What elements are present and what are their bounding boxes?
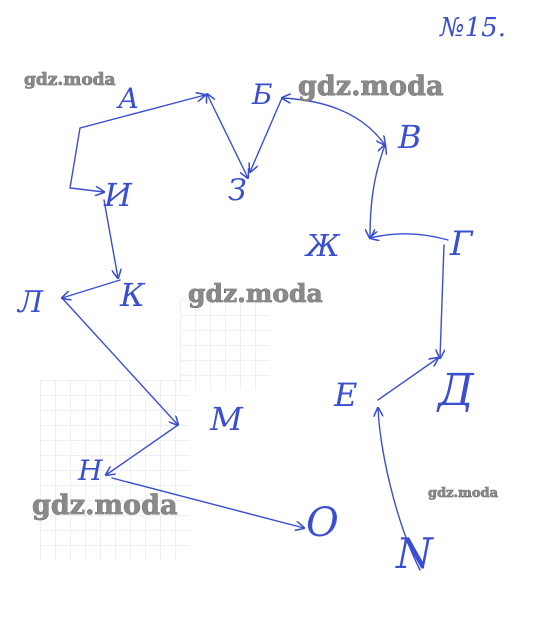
node-k: К <box>119 276 146 314</box>
edge-e-d <box>377 358 438 401</box>
problem-number: №15. <box>439 13 506 43</box>
node-start: N <box>395 529 434 578</box>
watermark-3: gdz.moda <box>188 279 323 308</box>
nodes: А Б В Г Д Е Ж З И К Л М Н О N <box>16 78 475 578</box>
edge-a-i <box>69 95 205 192</box>
node-z: З <box>228 173 247 208</box>
watermark-1: gdz.moda <box>24 70 116 90</box>
edge-n-o <box>111 477 304 528</box>
node-o: О <box>306 500 339 546</box>
node-m: М <box>209 400 244 438</box>
edge-start-e <box>378 408 421 571</box>
watermark-2: gdz.moda <box>298 71 443 102</box>
edge-g-zh <box>370 234 449 240</box>
edge-v-zh <box>370 145 385 238</box>
edge-m-n <box>106 424 179 475</box>
edge-b-z <box>250 97 283 172</box>
node-n: Н <box>77 454 103 487</box>
node-v: В <box>397 118 422 156</box>
watermark-4: gdz.moda <box>32 490 177 521</box>
node-e: Е <box>333 376 357 414</box>
node-zh: Ж <box>304 229 341 264</box>
node-d: Д <box>436 365 475 416</box>
watermark-5: gdz.moda <box>428 486 499 501</box>
edge-v-b <box>282 98 385 145</box>
edge-a-z <box>207 94 248 178</box>
edge-g-d <box>440 244 444 358</box>
node-l: Л <box>16 285 44 320</box>
edge-i-k <box>103 199 118 278</box>
edge-k-l <box>62 279 121 298</box>
node-g: Г <box>449 224 474 264</box>
watermarks: gdz.moda gdz.moda gdz.moda gdz.moda gdz.… <box>24 70 499 522</box>
edges <box>61 94 449 571</box>
node-i: И <box>103 176 133 214</box>
edge-l-m <box>61 297 178 425</box>
node-b: Б <box>251 78 273 111</box>
node-a: А <box>116 82 139 115</box>
